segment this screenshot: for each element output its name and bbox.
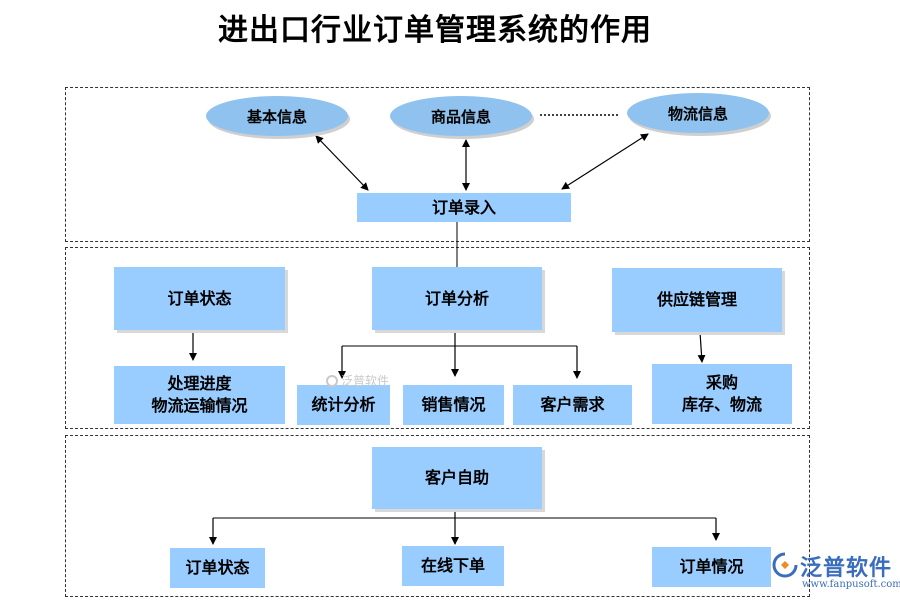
box-order-situation: 订单情况 [652,547,771,587]
brand-logo: 泛普软件 www.fanpusoft.com [772,550,900,600]
box-statistics: 统计分析 [297,385,390,425]
arrow-supply-to-procurement [697,331,706,363]
diagram-title: 进出口行业订单管理系统的作用 [218,13,652,48]
box-self-service: 客户自助 [372,447,542,509]
box-progress: 处理进度 物流运输情况 [114,366,285,424]
watermark: 泛普软件 [326,372,389,389]
arrow-basic-to-entry [315,135,369,191]
oval-logistics-info: 物流信息 [627,93,769,133]
box-sales: 销售情况 [403,385,504,425]
brand-logo-url: www.fanpusoft.com [802,579,900,590]
oval-basic-info: 基本信息 [206,96,348,136]
box-order-entry: 订单录入 [357,193,571,222]
bottom-section-frame [65,435,810,597]
box-procurement: 采购 库存、物流 [652,364,792,424]
box-order-status: 订单状态 [114,267,285,330]
watermark-logo-icon [326,374,338,387]
brand-logo-text: 泛普软件 [800,556,893,581]
box-supply-chain: 供应链管理 [612,268,782,332]
middle-section-frame [65,247,810,429]
oval-product-info: 商品信息 [390,96,532,136]
watermark-text: 泛普软件 [341,374,390,388]
box-customer-demand: 客户需求 [513,385,632,425]
top-section-frame [65,87,810,242]
box-bottom-order-status: 订单状态 [170,548,265,588]
arrow-logistics-to-entry [561,133,649,190]
box-online-order: 在线下单 [402,546,504,586]
brand-logo-icon [772,552,798,578]
box-order-analysis: 订单分析 [372,267,542,330]
